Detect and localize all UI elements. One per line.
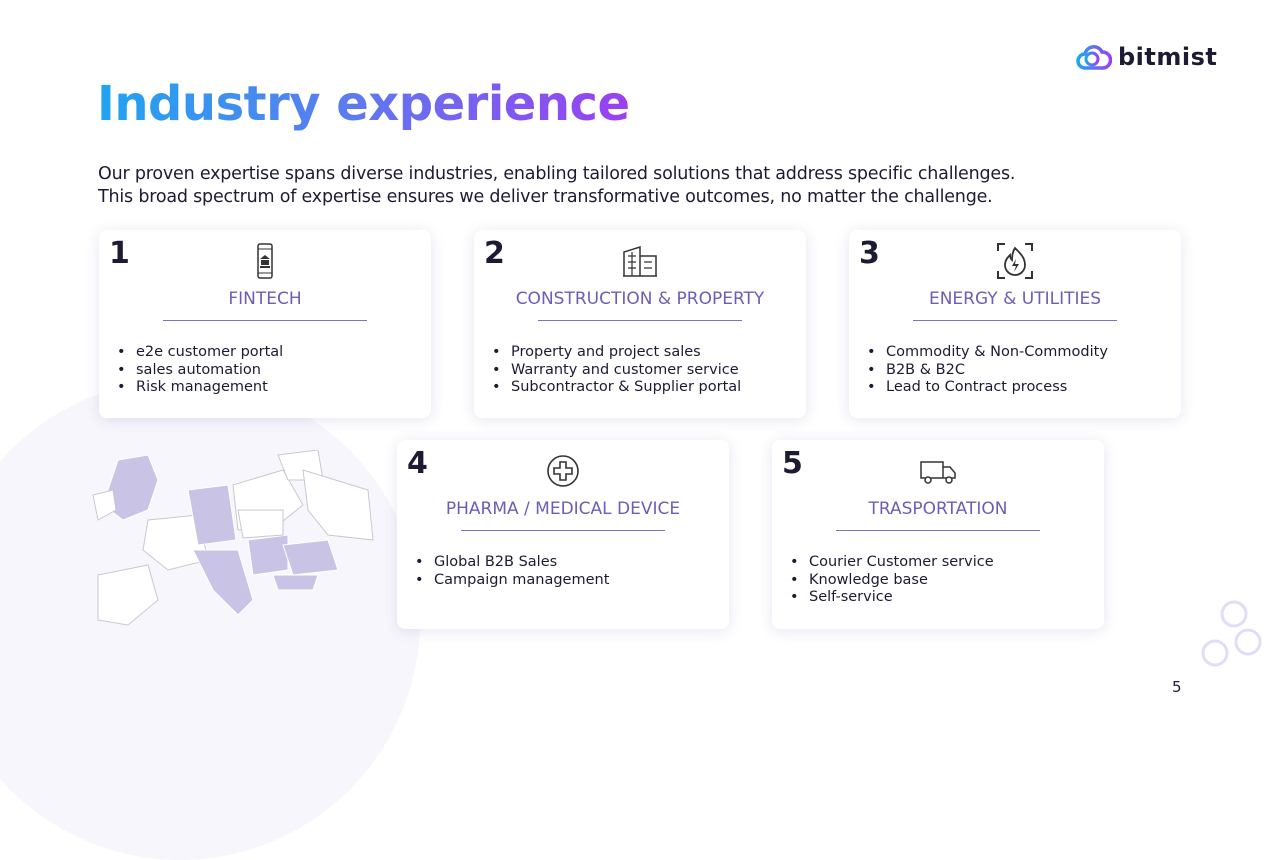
list-item: Property and project sales bbox=[492, 344, 741, 362]
intro-text: Our proven expertise spans diverse indus… bbox=[98, 163, 1015, 209]
decorative-circles-icon bbox=[1201, 600, 1262, 667]
industry-card-fintech: 1 FINTECH e2e customer portalsales autom… bbox=[99, 230, 431, 418]
list-item: Risk management bbox=[117, 379, 283, 397]
list-item: Global B2B Sales bbox=[415, 554, 609, 572]
divider bbox=[163, 320, 367, 321]
list-item: Lead to Contract process bbox=[867, 379, 1108, 397]
card-category: ENERGY & UTILITIES bbox=[928, 289, 1102, 309]
page-title: Industry experience bbox=[97, 76, 630, 132]
card-items: Commodity & Non-CommodityB2B & B2CLead t… bbox=[867, 344, 1108, 397]
divider bbox=[461, 530, 665, 531]
list-item: B2B & B2C bbox=[867, 362, 1108, 380]
europe-map bbox=[92, 450, 374, 626]
brand-logo: bitmist bbox=[1076, 42, 1217, 72]
list-item: Campaign management bbox=[415, 572, 609, 590]
card-number: 2 bbox=[484, 236, 505, 271]
industry-card-transportation: 5 TRASPORTATION Courier Customer service… bbox=[772, 440, 1104, 629]
card-items: Global B2B SalesCampaign management bbox=[415, 554, 609, 589]
intro-line: Our proven expertise spans diverse indus… bbox=[98, 164, 1016, 184]
page-number: 5 bbox=[1172, 678, 1182, 696]
list-item: Subcontractor & Supplier portal bbox=[492, 379, 741, 397]
medical-cross-icon bbox=[547, 455, 579, 487]
energy-bolt-icon bbox=[997, 243, 1033, 279]
card-category: TRASPORTATION bbox=[868, 499, 1008, 519]
card-category: CONSTRUCTION & PROPERTY bbox=[515, 289, 765, 309]
list-item: Self-service bbox=[790, 589, 994, 607]
cloud-logo-icon bbox=[1076, 45, 1112, 70]
industry-card-energy: 3 ENERGY & UTILITIES Commodity & Non-Com… bbox=[849, 230, 1181, 418]
divider bbox=[913, 320, 1117, 321]
divider bbox=[538, 320, 742, 321]
card-number: 5 bbox=[782, 446, 803, 481]
list-item: Commodity & Non-Commodity bbox=[867, 344, 1108, 362]
list-item: Courier Customer service bbox=[790, 554, 994, 572]
truck-icon bbox=[920, 461, 956, 484]
industry-card-construction: 2 CONSTRUCTION & PROPERTY Property and p… bbox=[474, 230, 806, 418]
brand-name: bitmist bbox=[1118, 43, 1218, 71]
card-category: PHARMA / MEDICAL DEVICE bbox=[445, 499, 681, 519]
list-item: sales automation bbox=[117, 362, 283, 380]
intro-line: This broad spectrum of expertise ensures… bbox=[98, 187, 993, 207]
list-item: e2e customer portal bbox=[117, 344, 283, 362]
building-icon bbox=[623, 245, 657, 277]
card-number: 3 bbox=[859, 236, 880, 271]
card-items: Property and project salesWarranty and c… bbox=[492, 344, 741, 397]
divider bbox=[836, 530, 1040, 531]
card-items: Courier Customer serviceKnowledge baseSe… bbox=[790, 554, 994, 607]
card-number: 4 bbox=[407, 446, 428, 481]
industry-card-pharma: 4 PHARMA / MEDICAL DEVICE Global B2B Sal… bbox=[397, 440, 729, 629]
card-items: e2e customer portalsales automationRisk … bbox=[117, 344, 283, 397]
mobile-bank-icon bbox=[257, 243, 273, 279]
list-item: Knowledge base bbox=[790, 572, 994, 590]
card-category: FINTECH bbox=[228, 289, 302, 309]
card-number: 1 bbox=[109, 236, 130, 271]
list-item: Warranty and customer service bbox=[492, 362, 741, 380]
